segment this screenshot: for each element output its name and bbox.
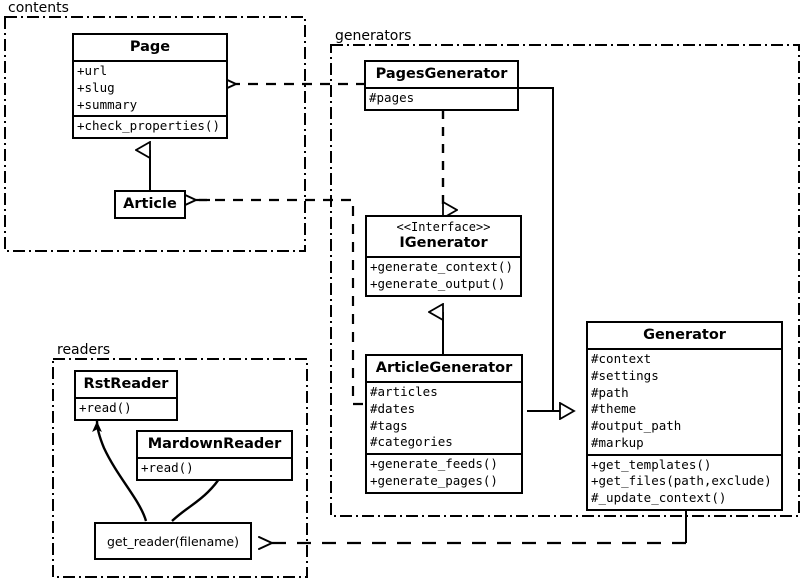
class-name-article: Article [123, 196, 177, 212]
attribute-item: #tags [370, 417, 408, 433]
edge-generators-generalize-generator [519, 87, 574, 411]
class-operations-mardown-reader: +read() [138, 457, 291, 479]
operation-item: +get_files(path,exclude) [591, 473, 772, 489]
package-label-generators: generators [333, 28, 414, 44]
class-attributes-article-generator: #articles #dates #tags #categories [367, 381, 521, 453]
attribute-item: #pages [369, 90, 415, 106]
class-operations-article-generator: +generate_feeds() +generate_pages() [367, 453, 521, 492]
class-operations-page: +check_properties() [74, 115, 226, 137]
class-stereotype-igenerator: <<Interface>> [396, 220, 491, 234]
attribute-item: #context [591, 351, 652, 367]
attribute-item: #articles [370, 384, 438, 400]
operation-item: +generate_feeds() [370, 456, 498, 472]
operation-item: #_update_context() [591, 490, 727, 506]
edge-articlegenerator-depends-article [182, 193, 363, 406]
attribute-item: #output_path [591, 418, 682, 434]
class-attributes-generator: #context #settings #path #theme #output_… [588, 348, 781, 454]
class-name-article-generator: ArticleGenerator [375, 360, 513, 376]
class-box-igenerator[interactable]: <<Interface>> IGenerator +generate_conte… [365, 215, 522, 297]
class-operations-igenerator: +generate_context() +generate_output() [367, 256, 520, 295]
attribute-item: +url [77, 63, 108, 79]
class-name-generator: Generator [643, 327, 726, 343]
class-box-generator[interactable]: Generator #context #settings #path #them… [586, 321, 783, 511]
class-box-pages-generator[interactable]: PagesGenerator #pages [364, 60, 519, 111]
attribute-item: #theme [591, 401, 637, 417]
class-name-text-igenerator: IGenerator [399, 234, 488, 251]
class-name-pages-generator: PagesGenerator [375, 66, 508, 82]
attribute-item: #markup [591, 434, 644, 450]
attribute-item: +slug [77, 79, 115, 95]
class-name-igenerator: <<Interface>> IGenerator [367, 217, 520, 256]
attribute-item: #categories [370, 434, 453, 450]
package-label-contents: contents [6, 0, 71, 16]
operation-item: +check_properties() [77, 118, 220, 134]
function-name-get-reader: get_reader(filename) [107, 533, 239, 549]
class-operations-generator: +get_templates() +get_files(path,exclude… [588, 453, 781, 509]
class-name-rst-reader: RstReader [83, 376, 169, 392]
class-operations-rst-reader: +read() [76, 397, 176, 419]
attribute-item: #settings [591, 367, 659, 383]
class-attributes-pages-generator: #pages [366, 87, 517, 109]
operation-item: +read() [79, 400, 132, 416]
operation-item: +generate_output() [370, 275, 506, 291]
function-box-get-reader[interactable]: get_reader(filename) [94, 522, 252, 560]
class-box-rst-reader[interactable]: RstReader +read() [74, 370, 178, 421]
attribute-item: #path [591, 384, 629, 400]
operation-item: +generate_pages() [370, 472, 498, 488]
attribute-item: +summary [77, 96, 138, 112]
class-box-article[interactable]: Article [114, 190, 186, 220]
class-name-page: Page [129, 39, 171, 55]
operation-item: +get_templates() [591, 456, 712, 472]
class-box-mardown-reader[interactable]: MardownReader +read() [136, 430, 293, 481]
operation-item: +read() [141, 460, 194, 476]
attribute-item: #dates [370, 400, 416, 416]
class-box-article-generator[interactable]: ArticleGenerator #articles #dates #tags … [365, 354, 523, 494]
class-box-page[interactable]: Page +url +slug +summary +check_properti… [72, 33, 228, 140]
operation-item: +generate_context() [370, 259, 513, 275]
class-name-mardown-reader: MardownReader [147, 436, 282, 452]
class-attributes-page: +url +slug +summary [74, 60, 226, 115]
package-label-readers: readers [55, 342, 113, 358]
